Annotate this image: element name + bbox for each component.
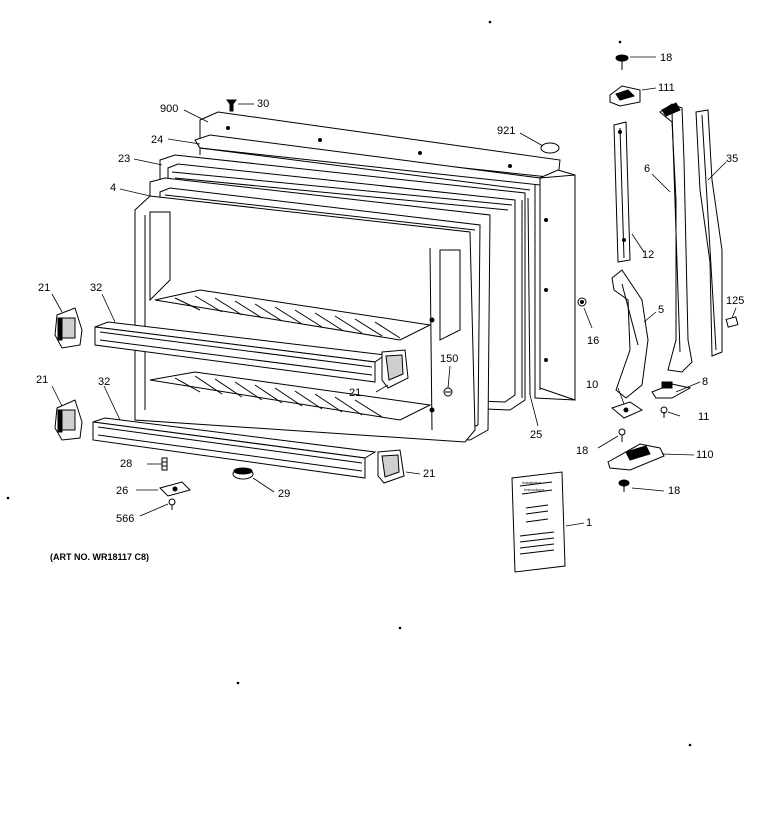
callout-30: 30 [257, 98, 269, 110]
callout-26: 26 [116, 485, 128, 497]
hinge-cover-5 [611, 269, 649, 399]
callout-900: 900 [160, 103, 178, 115]
plug-125 [725, 316, 739, 328]
door-gasket-24 [194, 134, 541, 191]
callout-25: 25 [530, 429, 542, 441]
callout-18: 18 [660, 52, 672, 64]
hinge-110 [607, 443, 665, 471]
screw-11 [660, 406, 668, 418]
callout-18: 18 [668, 485, 680, 497]
callout-111: 111 [658, 82, 675, 94]
callout-21: 21 [349, 387, 361, 399]
screw-18-top [615, 54, 629, 70]
screw-18-mid [618, 428, 626, 442]
screw-30 [226, 99, 237, 112]
handle-strip-12 [613, 121, 631, 263]
instruction-booklet-1 [511, 471, 566, 573]
scan-specks [6, 20, 692, 747]
callout-8: 8 [702, 376, 708, 388]
screw-566 [168, 498, 176, 510]
callout-10: 10 [586, 379, 598, 391]
outer-door-panel [199, 111, 576, 401]
handle-trim-35 [695, 109, 723, 357]
screw-150 [443, 387, 453, 397]
callout-150: 150 [440, 353, 458, 365]
hinge-plate-10 [610, 401, 644, 419]
art-number-note: (ART NO. WR18117 C8) [50, 552, 149, 562]
callout-566: 566 [116, 513, 134, 525]
callout-18: 18 [576, 445, 588, 457]
hinge-cap-111 [609, 85, 641, 107]
callout-16: 16 [587, 335, 599, 347]
shelf-bar-32-lower [92, 417, 377, 479]
leader-lines [51, 56, 737, 527]
shelf-end-cap-21-right-lower [377, 449, 405, 484]
shelf-end-cap-21-left-lower [54, 399, 83, 441]
callout-32: 32 [98, 376, 110, 388]
booklet-line: Installation [522, 480, 541, 485]
callout-29: 29 [278, 488, 290, 500]
grommet-29 [232, 467, 254, 480]
screw-18-bottom [618, 479, 630, 492]
callout-12: 12 [642, 249, 654, 261]
callout-125: 125 [726, 295, 744, 307]
callout-23: 23 [118, 153, 130, 165]
hinge-bracket-8 [651, 381, 692, 399]
booklet-text: Installation Instructions [522, 480, 544, 492]
callout-28: 28 [120, 458, 132, 470]
callout-6: 6 [644, 163, 650, 175]
shelf-bar-32-upper [94, 321, 387, 383]
callout-110: 110 [696, 449, 714, 461]
shelf-end-cap-21-left-upper [54, 307, 83, 349]
callout-11: 11 [698, 411, 709, 423]
screw-16 [577, 297, 587, 307]
booklet-line: Instructions [524, 487, 544, 492]
callout-35: 35 [726, 153, 738, 165]
callout-24: 24 [151, 134, 163, 146]
callout-labels: 18 111 900 30 24 921 23 6 35 4 12 21 32 … [36, 52, 744, 562]
callout-1: 1 [586, 517, 592, 529]
callout-5: 5 [658, 304, 664, 316]
inner-door-liner [134, 195, 476, 443]
callout-21: 21 [36, 374, 48, 386]
callout-21: 21 [423, 468, 435, 480]
handle-6 [659, 102, 693, 373]
pin-28 [161, 457, 168, 471]
shelf-end-cap-21-right-upper [381, 349, 409, 389]
plug-921 [540, 142, 560, 154]
callout-32: 32 [90, 282, 102, 294]
callout-21: 21 [38, 282, 50, 294]
bracket-26 [159, 481, 191, 497]
callout-921: 921 [497, 125, 515, 137]
callout-4: 4 [110, 182, 116, 194]
